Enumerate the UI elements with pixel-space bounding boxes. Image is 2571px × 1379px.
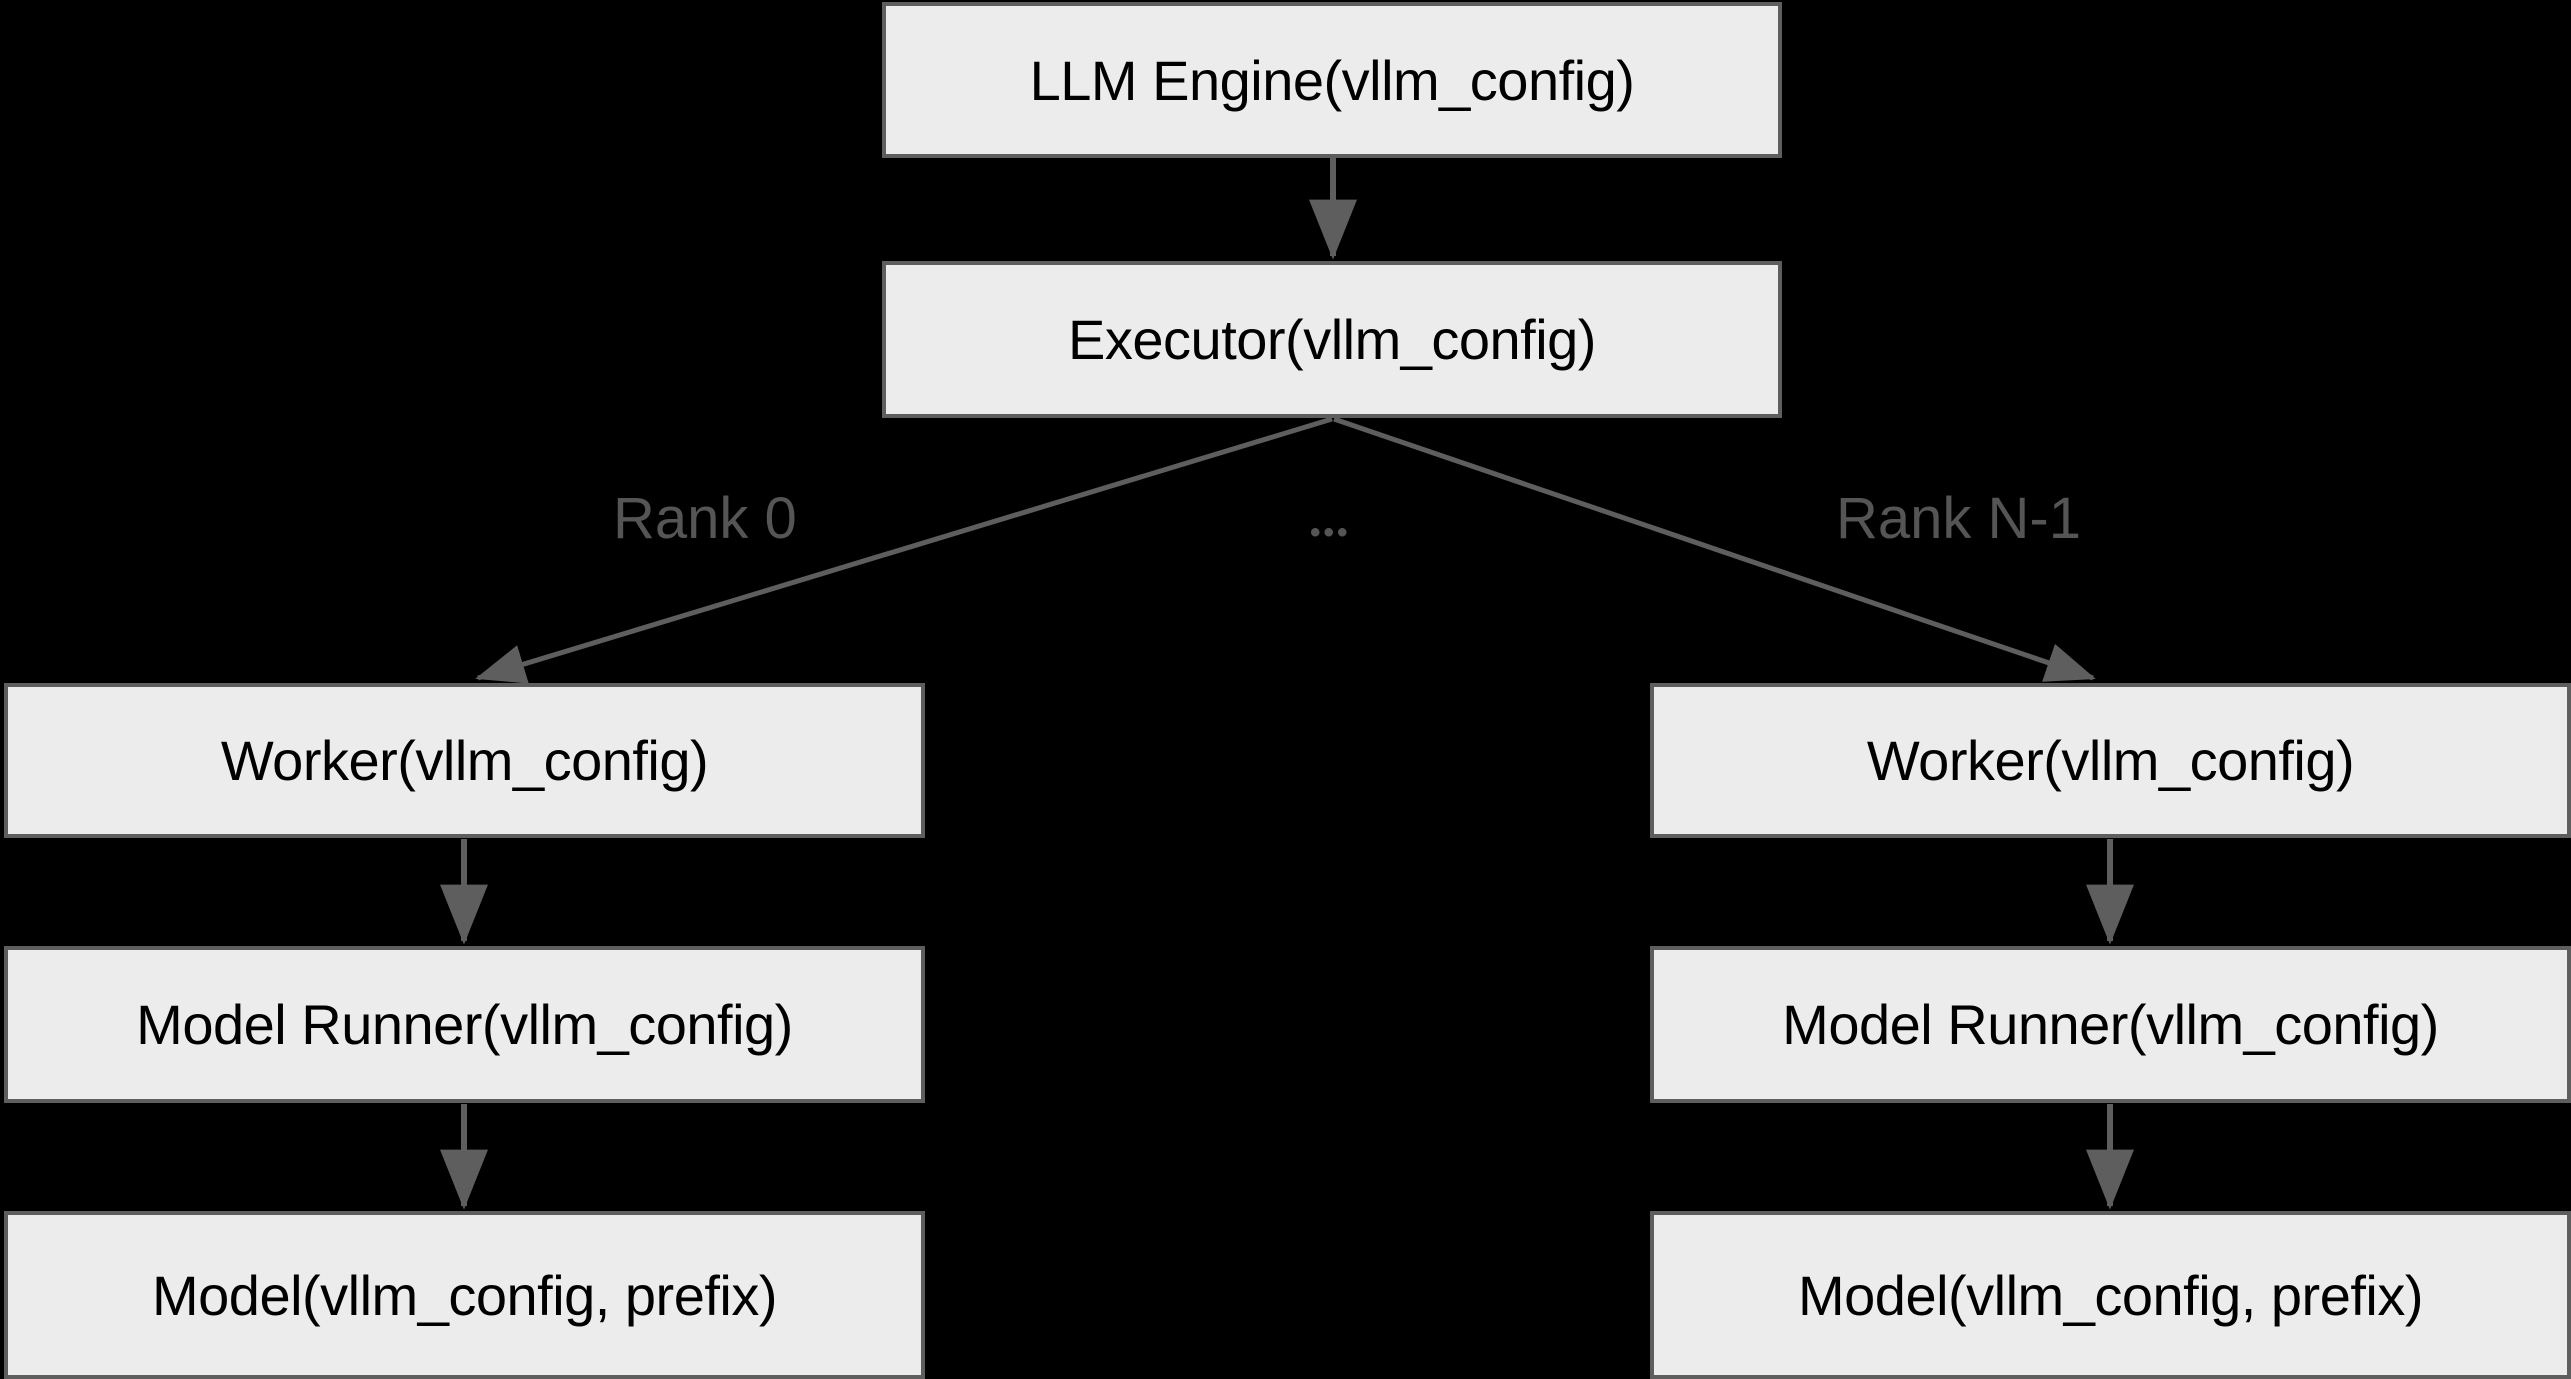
node-model-rank0[interactable]: Model(vllm_config, prefix) bbox=[4, 1211, 925, 1379]
edge-label-rank-0: Rank 0 bbox=[613, 486, 797, 551]
node-worker-rank0[interactable]: Worker(vllm_config) bbox=[4, 683, 925, 838]
edge-label-rank-n-minus-1: Rank N-1 bbox=[1836, 486, 2081, 551]
edge-executor-to-worker-rank0 bbox=[475, 416, 1333, 684]
node-model-runner-rank0[interactable]: Model Runner(vllm_config) bbox=[4, 946, 925, 1103]
node-model-rank-n-minus-1[interactable]: Model(vllm_config, prefix) bbox=[1650, 1211, 2571, 1379]
node-model-runner-rank-n-minus-1[interactable]: Model Runner(vllm_config) bbox=[1650, 946, 2571, 1103]
node-executor[interactable]: Executor(vllm_config) bbox=[882, 261, 1782, 418]
node-worker-rank-n-minus-1[interactable]: Worker(vllm_config) bbox=[1650, 683, 2571, 838]
ellipsis-label: ••• bbox=[1310, 516, 1351, 549]
node-llm-engine[interactable]: LLM Engine(vllm_config) bbox=[882, 2, 1782, 158]
